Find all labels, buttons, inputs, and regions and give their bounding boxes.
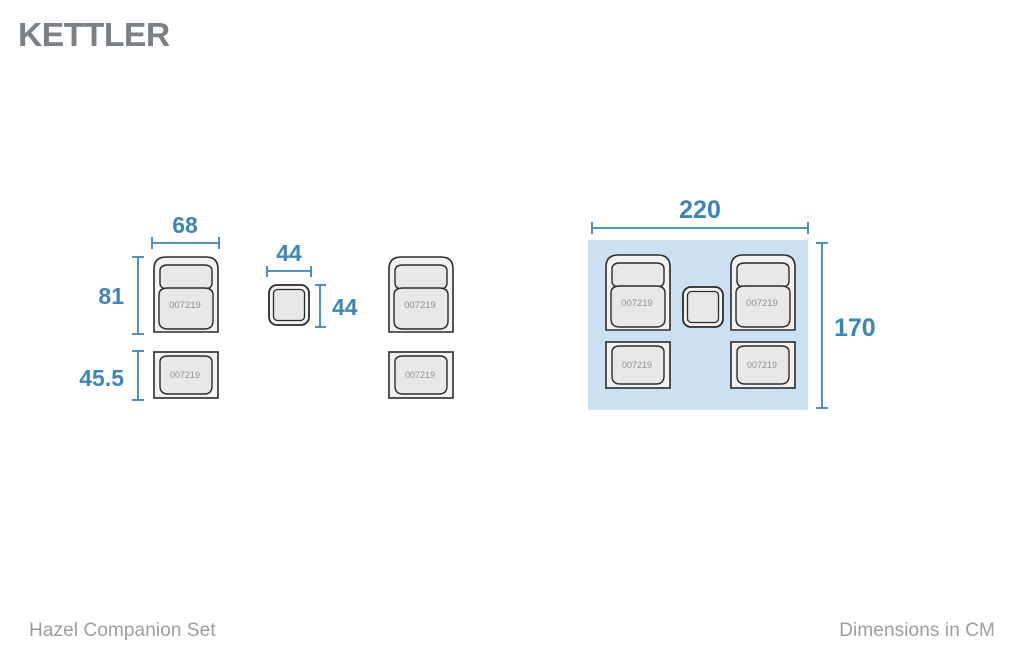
dimension-table-depth-label: 44 [332, 294, 358, 320]
dimension-set-depth-label: 170 [834, 314, 876, 342]
assembly-ottoman-right: 007219 [730, 341, 796, 389]
sku-label-assembly-chair-left: 007219 [621, 298, 653, 309]
sku-label-ottoman-left: 007219 [170, 370, 200, 380]
sku-label-assembly-ottoman-left: 007219 [622, 360, 652, 370]
dimension-table-depth [315, 284, 326, 328]
part-side-table [268, 284, 310, 326]
dimension-table-width-label: 44 [276, 240, 302, 266]
brand-logo: KETTLER [18, 16, 170, 53]
dimension-set-width-label: 220 [679, 196, 721, 224]
part-chair-right: 007219 [388, 256, 454, 333]
sku-label-chair-right: 007219 [404, 300, 436, 311]
assembly-side-table [682, 286, 724, 328]
sku-label-chair-left: 007219 [169, 300, 201, 311]
dimension-ottoman-depth [132, 350, 144, 401]
assembly-chair-right: 007219 [730, 254, 796, 331]
dimension-chair-width [151, 237, 220, 249]
sku-label-assembly-chair-right: 007219 [746, 298, 778, 309]
dimension-chair-width-label: 68 [172, 212, 198, 238]
assembly-chair-left: 007219 [605, 254, 671, 331]
dimension-chair-depth [132, 256, 144, 335]
assembly-ottoman-left: 007219 [605, 341, 671, 389]
sku-label-ottoman-right: 007219 [405, 370, 435, 380]
dimension-table-width [266, 266, 312, 277]
dimension-set-width [591, 222, 809, 234]
part-ottoman-left: 007219 [153, 351, 219, 399]
dimension-ottoman-depth-label: 45.5 [79, 365, 124, 391]
sku-label-assembly-ottoman-right: 007219 [747, 360, 777, 370]
dimension-set-depth [816, 242, 828, 409]
part-ottoman-right: 007219 [388, 351, 454, 399]
dimension-chair-depth-label: 81 [98, 283, 124, 309]
product-name-label: Hazel Companion Set [29, 620, 216, 641]
units-note-label: Dimensions in CM [839, 620, 995, 641]
part-chair-left: 007219 [153, 256, 219, 333]
